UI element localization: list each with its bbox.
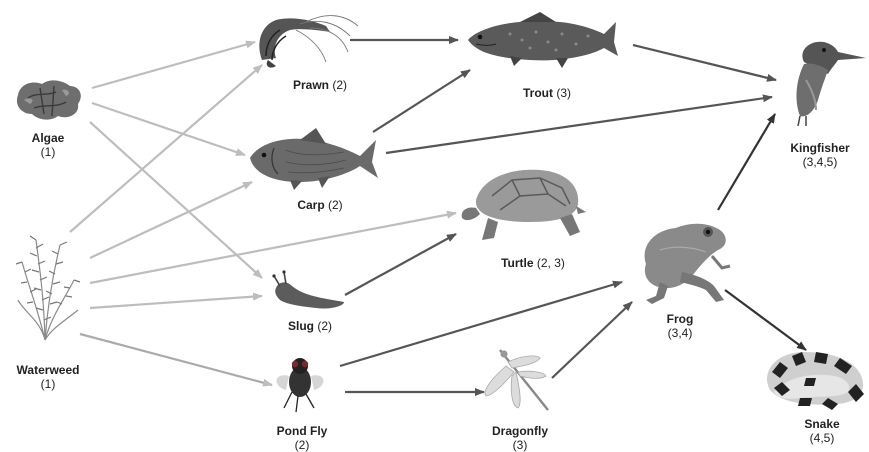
- arrow-pondfly-frog: [340, 282, 622, 366]
- organism-name: Carp: [297, 198, 324, 212]
- trophic-level: (2): [328, 198, 343, 212]
- algae-image: [17, 80, 81, 119]
- label-dragonfly: Dragonfly (3): [472, 424, 568, 452]
- trophic-level: (3,4,5): [803, 155, 838, 169]
- label-turtle: Turtle (2, 3): [478, 256, 588, 270]
- snake-image: [767, 352, 864, 410]
- trophic-level: (2, 3): [537, 256, 565, 270]
- label-waterweed: Waterweed (1): [0, 363, 96, 391]
- arrow-waterweed-slug: [90, 296, 262, 308]
- organism-name: Prawn: [293, 78, 329, 92]
- organism-name: Kingfisher: [790, 141, 849, 155]
- label-snake: Snake (4,5): [782, 417, 862, 445]
- prawn-image: [259, 16, 358, 68]
- kingfisher-image: [797, 42, 866, 126]
- arrow-algae-prawn: [92, 42, 255, 88]
- arrow-frog-kingfisher: [718, 114, 775, 210]
- trophic-level: (2): [332, 78, 347, 92]
- waterweed-image: [16, 236, 80, 340]
- trophic-level: (4,5): [810, 431, 835, 445]
- slug-image: [272, 270, 344, 308]
- trout-image: [468, 12, 618, 68]
- organism-name: Turtle: [501, 256, 533, 270]
- carp-image: [250, 128, 378, 190]
- arrow-carp-trout: [373, 70, 470, 132]
- arrow-waterweed-pondfly: [80, 334, 272, 385]
- turtle-image: [462, 170, 586, 240]
- organism-name: Trout: [523, 86, 553, 100]
- trophic-level: (3,4): [668, 326, 693, 340]
- trophic-level: (1): [41, 145, 56, 159]
- arrow-waterweed-turtle: [90, 213, 456, 283]
- label-slug: Slug (2): [270, 319, 350, 333]
- organism-name: Algae: [32, 131, 65, 145]
- organism-name: Dragonfly: [492, 424, 548, 438]
- label-pond-fly: Pond Fly (2): [262, 424, 342, 452]
- label-frog: Frog (3,4): [648, 312, 712, 340]
- organism-name: Waterweed: [17, 363, 80, 377]
- pond-fly-image: [277, 358, 324, 412]
- trophic-level: (1): [41, 377, 56, 391]
- arrow-waterweed-prawn: [70, 65, 262, 232]
- dragonfly-image: [485, 350, 548, 410]
- label-algae: Algae (1): [16, 131, 80, 159]
- arrow-trout-kingfisher: [633, 45, 776, 80]
- label-trout: Trout (3): [502, 86, 592, 100]
- arrow-dragonfly-frog: [552, 302, 632, 378]
- label-carp: Carp (2): [280, 198, 360, 212]
- label-prawn: Prawn (2): [270, 78, 370, 92]
- organism-name: Snake: [804, 417, 839, 431]
- trophic-level: (2): [317, 319, 332, 333]
- organism-name: Pond Fly: [277, 424, 328, 438]
- arrow-slug-turtle: [345, 234, 456, 295]
- frog-image: [645, 224, 730, 304]
- arrow-frog-snake: [725, 290, 806, 350]
- organism-name: Frog: [667, 312, 694, 326]
- trophic-level: (3): [556, 86, 571, 100]
- label-kingfisher: Kingfisher (3,4,5): [770, 141, 869, 169]
- organism-name: Slug: [288, 319, 314, 333]
- arrow-carp-kingfisher: [386, 97, 772, 153]
